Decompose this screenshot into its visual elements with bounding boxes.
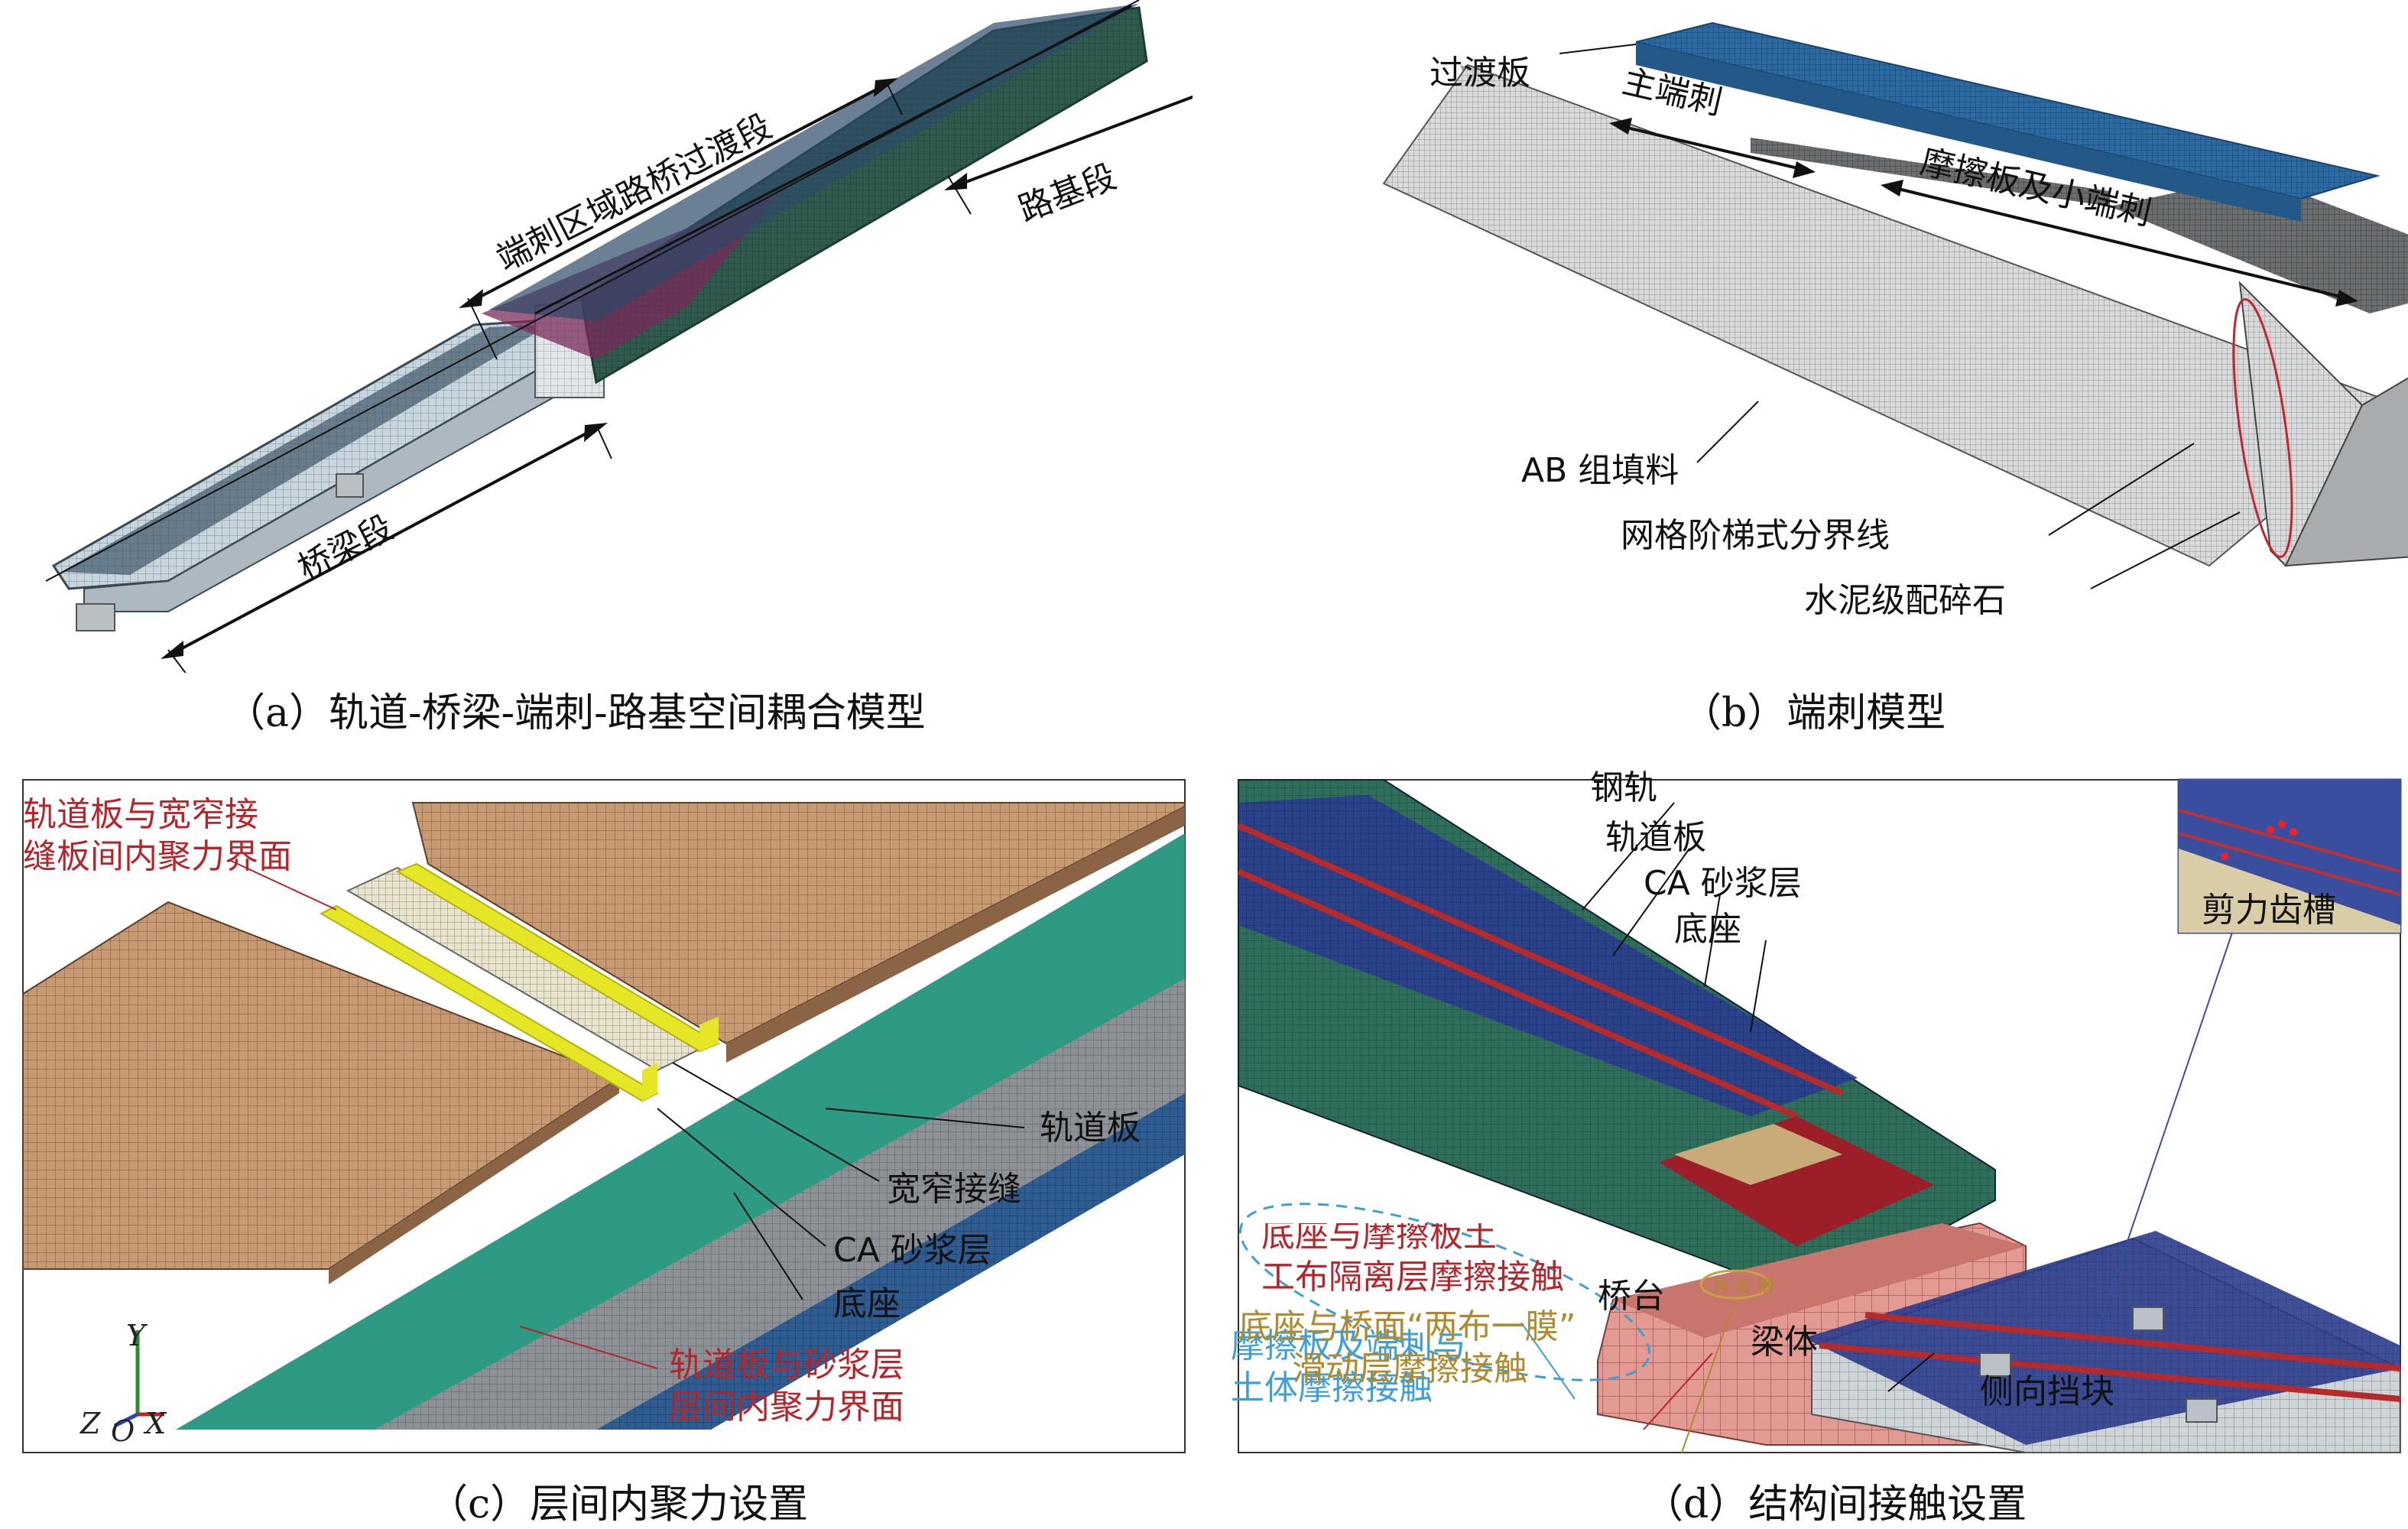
label-lateral-block: 侧向挡块: [1980, 1372, 2114, 1411]
label-ca-mortar: CA 砂浆层: [1644, 864, 1802, 903]
elliptic-tag: 剪 齿 槽: [1712, 1277, 1774, 1297]
label-cement-gravel: 水泥级配碎石: [1804, 581, 2006, 620]
embankment-slope-right: [2284, 377, 2408, 567]
label-subgrade: 路基段: [1014, 157, 1122, 229]
friction-soil-ellipse: [1239, 1203, 1650, 1381]
dim-main-anchor: [1609, 118, 1816, 178]
label-friction-soil-2: 土体摩擦接触: [1231, 1368, 1433, 1407]
friction-plate-blocks: [1751, 138, 2408, 313]
axis-y: Y: [126, 1319, 148, 1352]
caption-a: （a）轨道-桥梁-端刺-路基空间耦合模型: [226, 690, 926, 736]
label-track-slab: 轨道板: [1040, 1109, 1141, 1148]
label-cohesive-bottom-2: 层间内聚力界面: [669, 1388, 904, 1427]
panel-a-figure: 端刺区域路桥过渡段 路基段 桥梁段: [45, 0, 1193, 673]
label-track-slab: 轨道板: [1605, 818, 1706, 857]
ca-mortar-layer: [176, 833, 1185, 1430]
panel-b-figure: 过渡板 主端刺 摩擦板及小端刺 AB 组填料 网格阶梯式分界线 水泥级配碎石: [1382, 21, 2408, 620]
label-ca-mortar: CA 砂浆层: [833, 1231, 991, 1270]
label-rail: 钢轨: [1590, 768, 1657, 807]
label-base: 底座: [833, 1284, 901, 1323]
panel-b-anchor-model: 过渡板 主端刺 摩擦板及小端刺 AB 组填料 网格阶梯式分界线 水泥级配碎石: [1215, 0, 2408, 673]
mesh-boundary-ellipse: [2232, 298, 2293, 558]
lateral-block: [2132, 1307, 2164, 1331]
panel-c-cohesive-setup: Y Z O X 轨道板与宽窄接 缝板间内聚力界面 轨道板 宽窄接缝 CA 砂浆层…: [0, 757, 1193, 1468]
label-sliding-2: 滑动层摩擦接触: [1292, 1349, 1527, 1388]
dim-transition: [459, 78, 903, 360]
panel-d-lower-labels: 底座与摩擦板土 工布隔离层摩擦接触 底座与桥面“两布一膜” 滑动层摩擦接触 桥台…: [1215, 1223, 2408, 1475]
pier: [76, 603, 115, 631]
abutment-top: [1613, 1223, 2026, 1338]
label-base-geotextile-1: 底座与摩擦板土: [1261, 1223, 1497, 1255]
lateral-block: [2186, 1398, 2218, 1423]
label-sliding-1: 底座与桥面“两布一膜”: [1238, 1307, 1576, 1346]
sliding-tag-ellipse: [1699, 1269, 1771, 1300]
dim-bridge: [161, 423, 612, 673]
base-side: [596, 1093, 1185, 1430]
axis-x: X: [143, 1407, 167, 1440]
label-cohesive-top-2: 缝板间内聚力界面: [23, 837, 292, 876]
label-base: 底座: [1674, 910, 1741, 949]
panel-d-figure: 剪 齿 槽 钢轨 轨道板 CA 砂浆层 底座 剪力齿槽 摩擦板及端刺与 土体摩擦…: [1231, 768, 2402, 1453]
panel-d-contact-setup: 剪 齿 槽 钢轨 轨道板 CA 砂浆层 底座 剪力齿槽 摩擦板及端刺与 土体摩擦…: [1215, 757, 2408, 1468]
caption-b: （b）端刺模型: [1682, 690, 1946, 736]
axis-z: Z: [80, 1407, 101, 1440]
label-transition-slab: 过渡板: [1430, 54, 1530, 93]
caption-d: （d）结构间接触设置: [1644, 1482, 2027, 1527]
base-layer: [375, 979, 1185, 1430]
transition-slab-front: [1636, 42, 2301, 222]
label-girder: 梁体: [1751, 1323, 1818, 1362]
subgrade-track: [489, 4, 1139, 321]
label-shear-groove: 剪力齿槽: [2202, 891, 2336, 930]
dim-friction-plate: [1881, 180, 2358, 307]
lateral-block: [1979, 1352, 2011, 1377]
label-friction-soil-1: 摩擦板及端刺与: [1231, 1326, 1466, 1365]
label-cohesive-bottom-1: 轨道板与砂浆层: [669, 1346, 904, 1385]
pier: [336, 473, 364, 498]
track-slab-right-edge: [726, 807, 1185, 1063]
label-cohesive-top-1: 轨道板与宽窄接: [23, 795, 258, 834]
shear-groove-inset: [2094, 778, 2402, 1339]
axis-o: O: [111, 1414, 135, 1448]
bridge-track: [61, 324, 550, 575]
panel-d-lower-figure: 底座与摩擦板土 工布隔离层摩擦接触 底座与桥面“两布一膜” 滑动层摩擦接触 桥台…: [1238, 1223, 2114, 1411]
label-base-geotextile-2: 工布隔离层摩擦接触: [1261, 1258, 1564, 1297]
panel-c-figure: Y Z O X 轨道板与宽窄接 缝板间内聚力界面 轨道板 宽窄接缝 CA 砂浆层…: [22, 779, 1186, 1453]
track-slab-left: [1238, 795, 1858, 1116]
panel-a-coupled-model: 端刺区域路桥过渡段 路基段 桥梁段: [0, 0, 1193, 673]
label-narrow-joint: 宽窄接缝: [887, 1170, 1021, 1209]
label-abutment: 桥台: [1598, 1277, 1665, 1316]
ca-mortar-patch: [1674, 1124, 1842, 1185]
label-mesh-boundary: 网格阶梯式分界线: [1621, 516, 1890, 555]
track-slab-left-edge: [329, 1078, 619, 1284]
label-ab-fill: AB 组填料: [1521, 451, 1679, 490]
caption-c: （c）层间内聚力设置: [428, 1482, 809, 1527]
axis-triad: Y Z O X: [80, 1319, 167, 1448]
embankment-slope-left: [1382, 63, 2402, 567]
dim-subgrade: [944, 95, 1193, 215]
